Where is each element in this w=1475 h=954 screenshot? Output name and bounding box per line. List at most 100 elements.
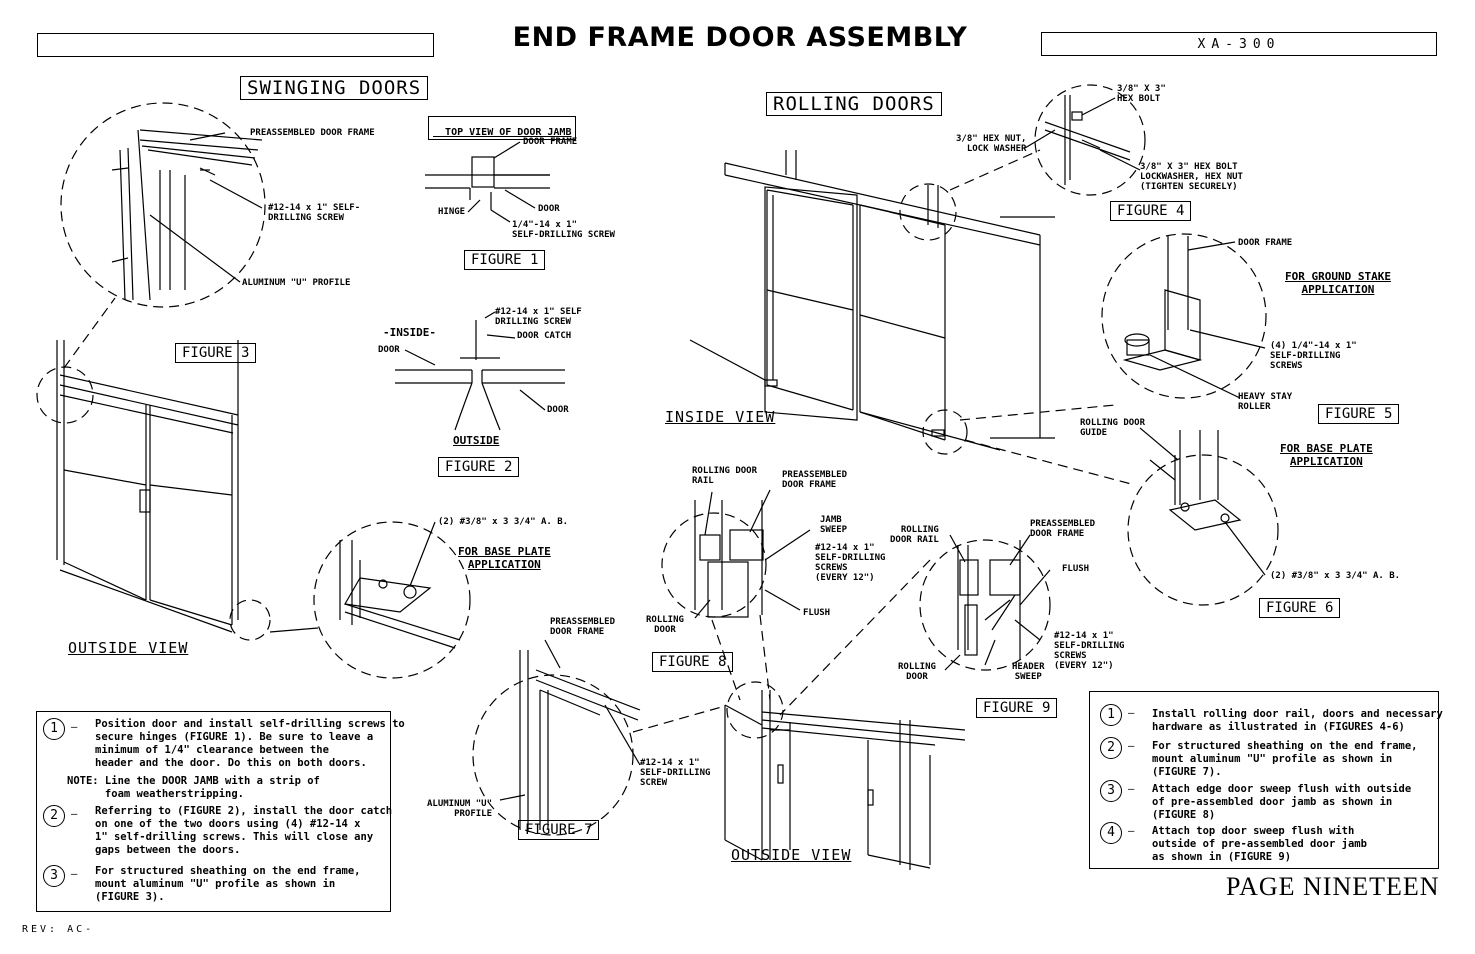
figure-4-detail <box>1044 95 1131 185</box>
figure-1-door-jamb <box>425 156 550 210</box>
figure-2-door-catch <box>395 320 565 431</box>
label-anchor-right: (2) #3/8" x 3 3/4" A. B. <box>1270 571 1401 581</box>
page-label: PAGE NINETEEN <box>1226 872 1440 901</box>
notes-swinging-doors: 1 — Position door and install self-drill… <box>36 711 405 912</box>
note-dash: — <box>71 721 78 733</box>
label-aluminum-u-profile: ALUMINUM "U" PROFILE <box>242 278 351 288</box>
label-door-f2-left: DOOR <box>378 345 400 355</box>
label-door-catch: DOOR CATCH <box>517 331 572 341</box>
label-door-f2-right: DOOR <box>547 405 569 415</box>
section-rolling-doors: ROLLING DOORS <box>766 92 942 116</box>
label-f9-header: HEADER SWEEP <box>1012 662 1045 682</box>
label-heavy-stay: HEAVY STAY ROLLER <box>1238 392 1293 412</box>
base-plate-detail-left <box>339 540 461 649</box>
note-number: 2 <box>1100 737 1122 759</box>
figure-3-label: FIGURE 3 <box>175 343 257 363</box>
figure-2-label: FIGURE 2 <box>438 457 520 477</box>
label-outside: OUTSIDE <box>453 434 500 447</box>
figure-8-detail <box>694 500 764 618</box>
swinging-doors-outside-view <box>56 340 239 633</box>
label-base-plate-left: FOR BASE PLATE APPLICATION <box>458 545 551 571</box>
note-text: Referring to (FIGURE 2), install the doo… <box>95 805 393 856</box>
label-hex-bolt-full: 3/8" X 3" HEX BOLT LOCKWASHER, HEX NUT (… <box>1140 162 1243 192</box>
label-f8-flush: FLUSH <box>803 608 831 618</box>
note-text: For structured sheathing on the end fram… <box>95 865 361 903</box>
label-self-drilling-screw: #12-14 x 1" SELF- DRILLING SCREW <box>268 203 361 223</box>
figure-6-label: FIGURE 6 <box>1259 598 1341 618</box>
figure-5-label: FIGURE 5 <box>1318 404 1400 424</box>
top-view-jamb-text: TOP VIEW OF DOOR JAMB <box>445 127 572 138</box>
note-text: Attach edge door sweep flush with outsid… <box>1152 783 1412 821</box>
figure-7-detail <box>519 650 641 832</box>
label-hex-bolt: 3/8" X 3" HEX BOLT <box>1117 84 1166 104</box>
label-anchor-left: (2) #3/8" x 3 3/4" A. B. <box>438 517 569 527</box>
figure-9-detail <box>957 540 1021 660</box>
revision-label: REV: AC- <box>22 924 95 935</box>
label-f8-door: ROLLING DOOR <box>646 615 684 635</box>
label-f9-flush: FLUSH <box>1062 564 1090 574</box>
label-f9-door: ROLLING DOOR <box>898 662 936 682</box>
label-preassembled-frame: PREASSEMBLED DOOR FRAME <box>250 128 375 138</box>
figure-4-label: FIGURE 4 <box>1110 201 1192 221</box>
label-f8-rail: ROLLING DOOR RAIL <box>692 466 758 486</box>
label-f8-screws: #12-14 x 1" SELF-DRILLING SCREWS (EVERY … <box>815 543 886 583</box>
figure-3-detail-lines <box>111 129 263 301</box>
note-number: 3 <box>43 865 65 887</box>
label-f7-profile: ALUMINUM "U" PROFILE <box>427 799 493 819</box>
figure-7-label: FIGURE 7 <box>518 820 600 840</box>
label-f7-frame: PREASSEMBLED DOOR FRAME <box>550 617 616 637</box>
note-dash: — <box>71 868 78 880</box>
page-title: END FRAME DOOR ASSEMBLY <box>512 22 968 53</box>
note-text: Install rolling door rail, doors and nec… <box>1152 708 1443 733</box>
figure-8-label: FIGURE 8 <box>652 652 734 672</box>
figure-3-detail <box>60 102 266 308</box>
label-ground-stake: FOR GROUND STAKE APPLICATION <box>1285 270 1391 296</box>
figure-6-detail <box>1149 430 1242 531</box>
figure-1-label: FIGURE 1 <box>464 250 546 270</box>
label-f9-frame: PREASSEMBLED DOOR FRAME <box>1030 519 1096 539</box>
label-f9-rail: ROLLING DOOR RAIL <box>890 525 939 545</box>
label-f7-screw: #12-14 x 1" SELF-DRILLING SCREW <box>640 758 711 788</box>
note-number: 1 <box>1100 704 1122 726</box>
note-dash: — <box>1128 825 1135 837</box>
figure-5-detail <box>1122 236 1203 371</box>
label-f8-jamb: JAMB SWEEP <box>820 515 848 535</box>
inside-view-label: INSIDE VIEW <box>665 408 776 426</box>
label-rolling-guide: ROLLING DOOR GUIDE <box>1080 418 1146 438</box>
note-dash: — <box>1128 740 1135 752</box>
label-hex-nut: 3/8" HEX NUT, LOCK WASHER <box>956 134 1027 154</box>
label-top-view-jamb: TOP VIEW OF DOOR JAMB <box>428 116 577 140</box>
note-number: 4 <box>1100 822 1122 844</box>
note-dash: — <box>1128 707 1135 719</box>
label-door-frame-f5: DOOR FRAME <box>1238 238 1293 248</box>
note-text: NOTE: Line the DOOR JAMB with a strip of… <box>67 775 320 800</box>
note-text: For structured sheathing on the end fram… <box>1152 740 1418 778</box>
note-dash: — <box>1128 783 1135 795</box>
section-swinging-doors: SWINGING DOORS <box>240 76 429 100</box>
figure-9-label: FIGURE 9 <box>976 698 1058 718</box>
note-text: Position door and install self-drilling … <box>95 718 405 769</box>
note-number: 3 <box>1100 780 1122 802</box>
label-f8-frame: PREASSEMBLED DOOR FRAME <box>782 470 848 490</box>
label-inside: -INSIDE- <box>383 326 436 339</box>
label-f2-screw: #12-14 x 1" SELF DRILLING SCREW <box>495 307 582 327</box>
label-door-f1: DOOR <box>538 204 560 214</box>
label-quarter-screw: 1/4"-14 x 1" SELF-DRILLING SCREW <box>512 220 615 240</box>
note-number: 2 <box>43 805 65 827</box>
label-base-plate-right: FOR BASE PLATE APPLICATION <box>1280 442 1373 468</box>
note-dash: — <box>71 808 78 820</box>
label-door-frame-f1: DOOR FRAME <box>523 137 578 147</box>
label-quarter-screws-4: (4) 1/4"-14 x 1" SELF-DRILLING SCREWS <box>1270 341 1357 371</box>
label-hinge: HINGE <box>438 207 466 217</box>
outside-view-label-bottom: OUTSIDE VIEW <box>731 846 852 864</box>
label-f9-screws: #12-14 x 1" SELF-DRILLING SCREWS (EVERY … <box>1054 631 1125 671</box>
notes-rolling-doors: 1 — Install rolling door rail, doors and… <box>1089 691 1443 869</box>
note-text: Attach top door sweep flush with outside… <box>1152 825 1367 863</box>
rolling-doors-outside-view <box>724 690 966 870</box>
part-number: XA-300 <box>1197 36 1281 52</box>
outside-view-label-left: OUTSIDE VIEW <box>68 639 189 657</box>
part-number-box: XA-300 <box>1041 32 1437 56</box>
rolling-doors-inside-view <box>689 150 1055 451</box>
note-number: 1 <box>43 718 65 740</box>
